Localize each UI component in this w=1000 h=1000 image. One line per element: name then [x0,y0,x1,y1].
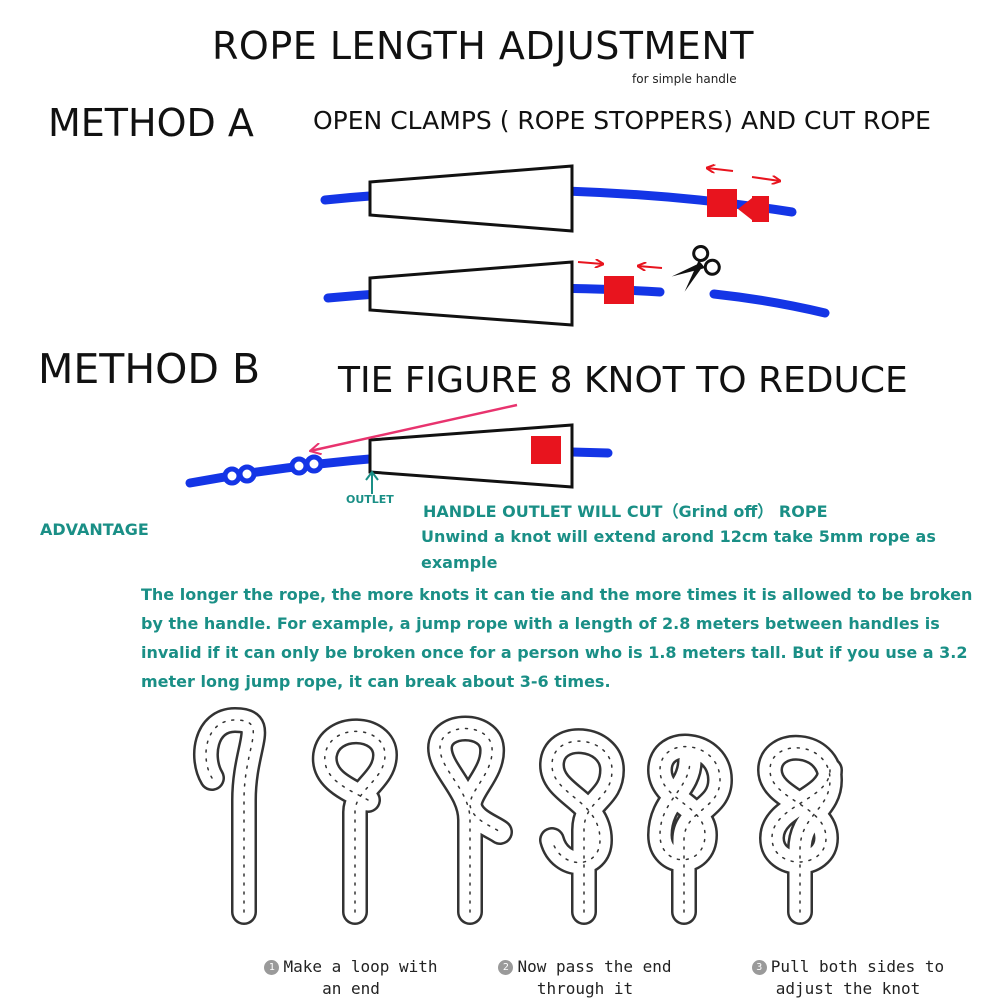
outlet-label: OUTLET [346,493,394,506]
arrow-left [707,168,734,171]
advantage-label: ADVANTAGE [40,520,149,539]
step-text: Pull both sides to adjust the knot [770,957,945,998]
page-title: ROPE LENGTH ADJUSTMENT [212,24,754,68]
rope-stopper [707,189,737,217]
arrow-left [638,266,663,268]
method-a-diagram-open-clamps [320,164,797,233]
outlet-arrow [365,470,379,494]
knot-steps [193,707,843,925]
handle-note: HANDLE OUTLET WILL CUT（Grind off） ROPE [423,502,828,521]
step-number-badge: 1 [264,960,280,975]
knot-stage-6 [757,734,843,925]
handle [368,260,574,327]
method-b-description: TIE FIGURE 8 KNOT TO REDUCE [338,360,908,401]
arrow-right [751,177,780,181]
knot-stage-2 [311,718,398,925]
rope-stopper-open [738,196,769,222]
step-number-badge: 2 [498,960,514,975]
method-a-label: METHOD A [48,101,254,145]
method-b-diagram-figure8 [185,403,613,494]
step-text: Now pass the end through it [517,957,672,998]
step-text: Make a loop with an end [283,957,438,998]
method-b-label: METHOD B [38,345,261,393]
knot-stage-4 [539,728,625,925]
handle [368,164,574,233]
page-subtitle: for simple handle [632,72,737,86]
figure8-knot-icon [222,464,257,486]
scissors-icon [671,244,721,292]
advantage-text: The longer the rope, the more knots it c… [141,585,973,691]
knot-stage-1 [193,707,267,925]
rope-stopper [604,276,634,304]
arrow-right [577,262,603,264]
arrow-pink [310,403,518,451]
method-a-description: OPEN CLAMPS ( ROPE STOPPERS) AND CUT ROP… [313,106,931,135]
rope-cut-end [709,289,830,318]
knot-stage-5 [647,733,733,925]
figure8-knot-icon [289,454,324,476]
rope-stopper [531,436,561,464]
method-a-diagram-cut-rope [323,244,830,327]
handle [368,423,574,489]
knot-stage-3 [427,715,513,925]
step-number-badge: 3 [751,960,767,975]
unwind-note: Unwind a knot will extend arond 12cm tak… [421,527,936,572]
